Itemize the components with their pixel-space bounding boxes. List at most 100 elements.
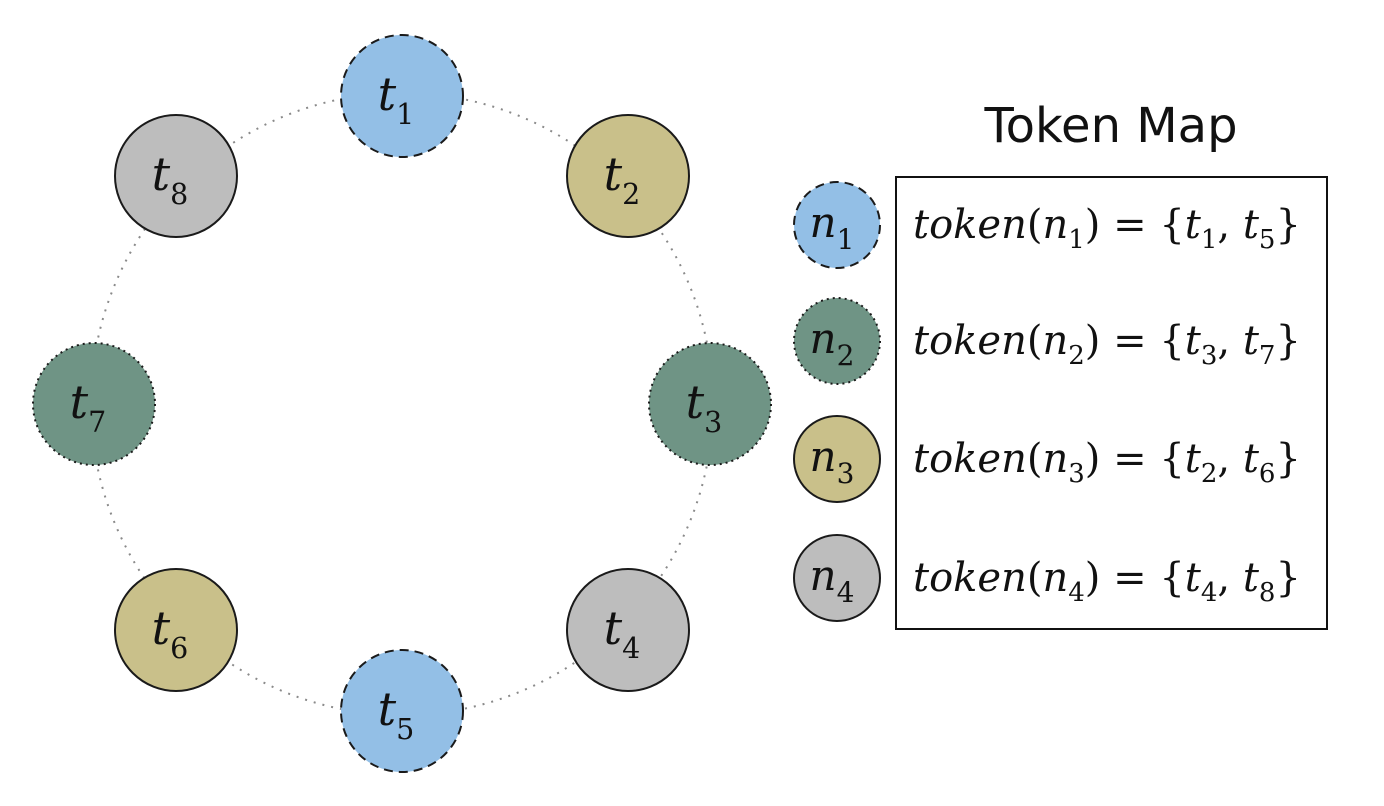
node-label: n1	[810, 198, 855, 256]
node-label-subscript: 2	[837, 339, 855, 372]
token-circle	[32, 342, 156, 466]
token-map-title: Token Map	[983, 98, 1237, 154]
node-label-var: n	[810, 314, 837, 363]
token-label: t1	[378, 67, 415, 131]
set-member-subscript: 2	[1201, 459, 1218, 489]
node-label-subscript: 4	[837, 576, 855, 609]
token-label-subscript: 5	[396, 713, 414, 746]
equation-function-name: token	[913, 202, 1027, 248]
equation-function-name: token	[913, 555, 1027, 601]
node-label: n2	[810, 314, 855, 372]
equals-sign: =	[1100, 202, 1159, 248]
ring-token-t3: t3	[648, 342, 772, 466]
token-label: t7	[70, 375, 107, 439]
token-label: t2	[604, 147, 641, 211]
token-circle	[566, 568, 690, 692]
close-brace: }	[1275, 436, 1300, 482]
equation-function-name: token	[913, 436, 1027, 482]
open-brace: {	[1159, 318, 1184, 364]
node-label-var: n	[810, 198, 837, 247]
token-label: t3	[686, 375, 723, 439]
token-equation: token(n2) = {t3, t7}	[913, 318, 1301, 371]
ring-token-t8: t8	[114, 114, 238, 238]
node-label: n3	[810, 432, 855, 490]
node-label: n4	[810, 551, 855, 609]
node-label-var: n	[810, 432, 837, 481]
token-circle	[340, 649, 464, 773]
token-label-subscript: 4	[622, 632, 640, 665]
token-circle	[340, 34, 464, 158]
set-member-var: t	[1185, 202, 1202, 248]
ring-token-t6: t6	[114, 568, 238, 692]
token-circle	[114, 568, 238, 692]
token-label-var: t	[152, 601, 171, 655]
node-circle	[793, 181, 881, 269]
token-label-subscript: 6	[170, 632, 188, 665]
open-paren: (	[1027, 318, 1043, 364]
token-label-var: t	[604, 601, 623, 655]
equation-arg-subscript: 2	[1068, 341, 1085, 371]
set-member-var: t	[1243, 318, 1260, 364]
token-label: t4	[604, 601, 641, 665]
open-brace: {	[1159, 555, 1184, 601]
node-label-subscript: 3	[837, 457, 855, 490]
set-member-subscript: 7	[1259, 341, 1276, 371]
equals-sign: =	[1100, 555, 1159, 601]
token-label-var: t	[70, 375, 89, 429]
token-label: t8	[152, 147, 189, 211]
close-brace: }	[1275, 318, 1300, 364]
close-brace: }	[1275, 202, 1300, 248]
close-paren: )	[1085, 436, 1101, 482]
ring-token-t1: t1	[340, 34, 464, 158]
comma: ,	[1217, 202, 1242, 248]
token-label-subscript: 1	[396, 98, 414, 131]
set-member-var: t	[1243, 436, 1260, 482]
set-member-var: t	[1185, 436, 1202, 482]
token-circle	[566, 114, 690, 238]
set-member-subscript: 1	[1201, 225, 1218, 255]
token-equation: token(n3) = {t2, t6}	[913, 436, 1301, 489]
equation-function-name: token	[913, 318, 1027, 364]
equation-arg-var: n	[1042, 436, 1068, 482]
ring-token-t5: t5	[340, 649, 464, 773]
node-circle	[793, 415, 881, 503]
ring-token-t2: t2	[566, 114, 690, 238]
comma: ,	[1217, 318, 1242, 364]
close-paren: )	[1085, 555, 1101, 601]
node-label-subscript: 1	[837, 223, 855, 256]
token-label: t5	[378, 682, 415, 746]
close-brace: }	[1275, 555, 1300, 601]
comma: ,	[1217, 436, 1242, 482]
ring-token-t4: t4	[566, 568, 690, 692]
token-label-var: t	[604, 147, 623, 201]
close-paren: )	[1085, 318, 1101, 364]
token-label-var: t	[686, 375, 705, 429]
equation-arg-subscript: 4	[1068, 578, 1085, 608]
node-circle	[793, 297, 881, 385]
token-label-subscript: 7	[88, 406, 106, 439]
set-member-subscript: 3	[1201, 341, 1218, 371]
token-label-var: t	[152, 147, 171, 201]
token-label-subscript: 8	[170, 178, 188, 211]
token-label-subscript: 2	[622, 178, 640, 211]
token-label-var: t	[378, 682, 397, 736]
equation-arg-var: n	[1042, 555, 1068, 601]
close-paren: )	[1085, 202, 1101, 248]
equation-arg-subscript: 1	[1068, 225, 1085, 255]
token-equation: token(n4) = {t4, t8}	[913, 555, 1301, 608]
open-paren: (	[1027, 555, 1043, 601]
set-member-subscript: 4	[1201, 578, 1218, 608]
equation-arg-var: n	[1042, 318, 1068, 364]
token-equation: token(n1) = {t1, t5}	[913, 202, 1301, 255]
token-circle	[114, 114, 238, 238]
set-member-var: t	[1185, 555, 1202, 601]
token-map-box	[895, 176, 1328, 630]
token-label-subscript: 3	[704, 406, 722, 439]
